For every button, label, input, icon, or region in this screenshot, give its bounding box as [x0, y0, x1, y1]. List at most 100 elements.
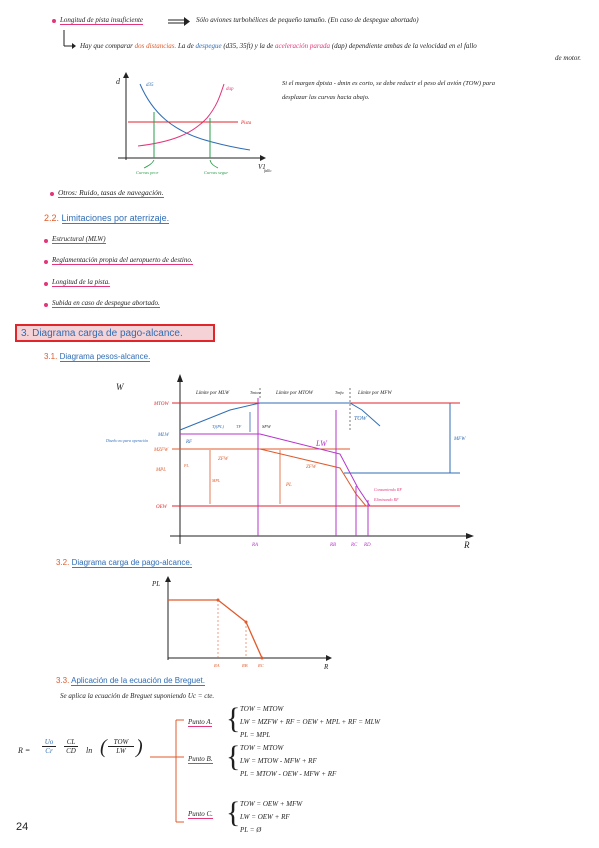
point-b-name: Punto B. — [188, 755, 213, 764]
bullet-dot — [52, 19, 56, 23]
section-3-title: 3. Diagrama carga de pago-alcance. — [21, 328, 183, 339]
section-3-3-title: Aplicación de la ecuación de Breguet. — [71, 676, 205, 686]
point-c-eq1: TOW = OEW + MFW — [240, 800, 303, 808]
section-2-2-num: 2.2. — [44, 213, 60, 223]
landing-item-1: Estructural (MLW) — [52, 235, 106, 244]
section-3-3-num: 3.3. — [56, 676, 70, 685]
oew-label: OEW — [156, 505, 168, 510]
section-3-2-title: Diagrama carga de pago-alcance. — [71, 558, 193, 568]
lw-curve — [180, 433, 371, 507]
zfw-label-2: ZFW — [306, 465, 317, 470]
sfw-label: SFW — [262, 424, 272, 429]
d-axis-label: d — [116, 77, 121, 86]
bullet-dot — [44, 239, 48, 243]
tow-label: TOW — [354, 416, 368, 422]
compare-text: Hay que comparar dos distancias. La de d… — [80, 42, 477, 50]
v1-axis-sub: fallo — [264, 168, 271, 173]
tf-short-label: TF — [236, 424, 242, 429]
lim-mfw-label: Límite por MFW — [357, 391, 392, 396]
bullet-dot — [44, 282, 48, 286]
ra-tick: RA — [251, 543, 259, 548]
points-bracket — [150, 719, 184, 823]
point-c — [260, 656, 264, 660]
frac3-den: LW — [116, 747, 126, 755]
landing-item-3: Longitud de la pista. — [52, 278, 110, 287]
annot-peor: Curvas peor — [136, 170, 159, 175]
frac1-den: Cr — [45, 747, 53, 755]
page-number: 24 — [16, 821, 29, 833]
point-a-eq1: TOW = MTOW — [240, 705, 284, 713]
mzfw-label: MZFW — [153, 448, 169, 453]
otros-text: Otros: Ruido, tasas de navegación. — [58, 188, 164, 198]
eliminando-rf-label: Eliminando RF — [373, 497, 399, 502]
mpl-arrow-label: MPL — [211, 478, 221, 483]
tmfw-label: Tmfw — [335, 390, 344, 395]
frac2-num: CL — [64, 738, 78, 747]
landing-item-4: Subida en caso de despegue abortado. — [52, 299, 160, 308]
compare-wrap: de motor. — [555, 54, 582, 62]
pl-axis-label: PL — [151, 580, 160, 588]
dap-label: dap — [226, 87, 234, 92]
d35-curve — [139, 83, 251, 151]
point-c-eq2: LW = OEW + RF — [240, 813, 290, 821]
tf-label: Tf(PL) — [212, 424, 225, 429]
section-2-2-heading: 2.2. Limitaciones por aterrizaje. — [44, 213, 170, 224]
rc-tick-2: RC — [257, 663, 265, 668]
landing-item-2: Reglamentación propia del aeropuerto de … — [52, 256, 193, 265]
compare-despegue: despegue — [195, 42, 222, 50]
design-note: Diseño no para operación — [105, 438, 148, 443]
rc-tick: RC — [350, 543, 358, 548]
distance-chart: d V1 fallo d35 dap Pista Curvas peor Cur… — [116, 72, 271, 175]
pl-small-label: PL — [183, 463, 189, 468]
note-line-2: desplazar las curvas hacia abajo. — [282, 94, 370, 101]
compare-mid: La de — [178, 42, 194, 50]
point-a-name: Punto A. — [188, 718, 213, 727]
formula-lhs: R = — [18, 746, 31, 755]
point-a-brace: { — [226, 702, 241, 735]
ln-symbol: ln — [86, 746, 93, 755]
note-line-1: Si el margen dpista - dmin es corto, se … — [282, 80, 495, 87]
annot-segur: Curvas segur — [204, 170, 228, 175]
point-b-brace: { — [226, 740, 241, 773]
weights-range-chart: W R MTOW MLW MZFW MPL OEW Diseño no para… — [105, 374, 474, 550]
tmtow-label: Tmtow — [250, 390, 261, 395]
payload-range-chart: PL R RA RB RC — [151, 576, 332, 671]
w-axis-label: W — [116, 382, 125, 392]
lim-mtow-label: Límite por MTOW — [275, 391, 314, 396]
frac1-num: Uo — [42, 738, 56, 747]
section-3-heading-box: 3. Diagrama carga de pago-alcance. — [15, 324, 215, 342]
pl-label: PL — [285, 483, 292, 488]
bullet-dot — [44, 303, 48, 307]
paren-close: ) — [136, 736, 143, 758]
point-c-name: Punto C. — [188, 810, 213, 819]
pista-label: Pista — [240, 121, 252, 126]
zfw-curve — [180, 448, 367, 507]
point-b-eq2: LW = MTOW - MFW + RF — [240, 757, 317, 765]
paren-open: ( — [100, 736, 107, 758]
mtow-label: MTOW — [153, 402, 169, 407]
ra-tick-2: RA — [213, 663, 220, 668]
point-a — [216, 598, 220, 602]
r-axis-label: R — [463, 540, 470, 550]
section-3-1-num: 3.1. — [44, 352, 58, 361]
frac1: Uo Cr — [42, 738, 56, 755]
point-c-brace: { — [226, 796, 241, 829]
range-axis-label: R — [323, 663, 329, 671]
rd-tick: RD — [363, 543, 371, 548]
runway-length-text: Sólo aviones turbohélices de pequeño tam… — [196, 16, 419, 24]
section-3-1-title: Diagrama pesos-alcance. — [59, 352, 151, 362]
rb-tick-2: RB — [241, 663, 248, 668]
section-2-2-title: Limitaciones por aterrizaje. — [61, 213, 170, 224]
rb-tick: RB — [329, 543, 336, 548]
dap-curve — [137, 83, 225, 147]
tow-curve — [179, 402, 381, 431]
mpl-label: MPL — [155, 468, 166, 473]
implies-arrow-icon — [168, 17, 190, 26]
v1-axis-label: V1 — [258, 163, 266, 171]
point-a-eq3: PL = MPL — [240, 731, 271, 739]
d35-label: d35 — [146, 83, 154, 88]
lim-mlw-label: Límite por MLW — [195, 391, 230, 396]
breguet-intro: Se aplica la ecuación de Breguet suponie… — [60, 692, 215, 700]
compare-prefix: Hay que comparar — [80, 42, 133, 50]
section-3-3-heading: 3.3. Aplicación de la ecuación de Bregue… — [56, 676, 205, 686]
